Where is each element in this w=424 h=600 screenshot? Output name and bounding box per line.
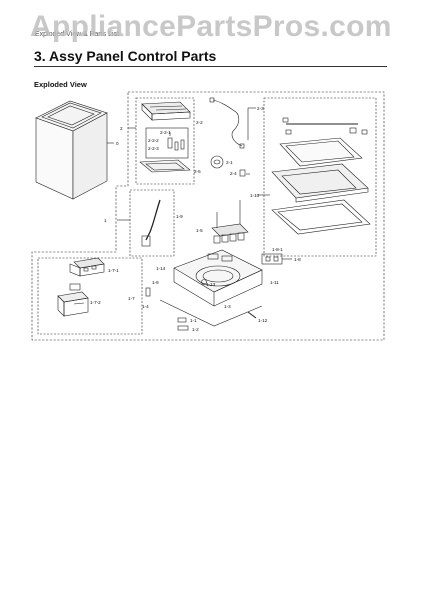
callout-1: 1: [104, 218, 107, 223]
panel-cover: [141, 101, 191, 121]
callout-1-11: 1-11: [270, 280, 279, 285]
page-title: 3. Assy Panel Control Parts: [34, 48, 217, 64]
callout-1-10: 1-10: [250, 193, 260, 198]
group-1-10-box: [263, 97, 377, 257]
callout-1-7-1: 1-7-1: [108, 268, 119, 273]
callout-1-9: 1-9: [176, 214, 183, 219]
outer-dashed-border: [31, 91, 385, 341]
callout-1-5: 1-5: [196, 228, 203, 233]
breadcrumb: Exploded View & Parts List: [35, 31, 119, 38]
callout-1-8-1: 1-8-1: [272, 247, 283, 252]
callout-1-14: 1-14: [156, 266, 166, 271]
callout-2-2: 2-2: [196, 120, 203, 125]
part-2-4: [239, 169, 246, 177]
callout-2-2-1: 2-2-1: [160, 130, 171, 135]
callout-2-2-2: 2-2-2: [148, 138, 159, 143]
callout-2: 2: [120, 126, 123, 131]
callout-2-1: 2-1: [226, 160, 233, 165]
panel-frame: [139, 159, 191, 173]
title-divider: [34, 66, 387, 67]
callout-0: 0: [116, 141, 119, 146]
subgroup-2-2-box: [145, 127, 189, 159]
hose: [145, 199, 161, 241]
callout-labels: 0 1 2 2-2 2-2-1 2-2-2 2-2-3 2-5 2-3 2-1 …: [90, 106, 301, 332]
callout-2-2-3: 2-2-3: [148, 146, 159, 151]
lid-bottom-frame: [271, 199, 371, 235]
callout-2-5: 2-5: [194, 169, 201, 174]
callout-2-4: 2-4: [230, 171, 237, 176]
callout-1-6: 1-6: [152, 280, 159, 285]
callout-1-7-2: 1-7-2: [90, 300, 101, 305]
callout-1-12: 1-12: [258, 318, 268, 323]
hinge-parts: [282, 117, 368, 135]
part-2-1: [210, 155, 224, 169]
watermark: AppliancePartsPros.com: [30, 10, 392, 43]
callout-2-3: 2-3: [257, 106, 264, 111]
callout-1-1: 1-1: [190, 318, 197, 323]
wire-harness: [212, 99, 243, 147]
callout-1-3: 1-3: [224, 304, 231, 309]
detergent-drawer: [69, 257, 105, 277]
callout-1-8: 1-8: [294, 257, 301, 262]
top-panel: [159, 249, 263, 327]
exploded-view-heading: Exploded View: [34, 80, 87, 89]
callout-1-4: 1-4: [142, 304, 149, 309]
knob-parts: [167, 132, 185, 151]
washer-cabinet: [35, 100, 108, 200]
callout-1-13: 1-13: [206, 282, 216, 287]
callout-1-7: 1-7: [128, 296, 135, 301]
group-1-7-box: [37, 257, 143, 335]
lid-glass: [279, 137, 363, 167]
lid-frame: [271, 163, 369, 199]
callout-1-2: 1-2: [192, 327, 199, 332]
group-2-box: [135, 97, 195, 185]
control-block: [211, 200, 249, 244]
dispenser-drawer: [57, 283, 89, 317]
group-1-9-box: [129, 189, 175, 257]
